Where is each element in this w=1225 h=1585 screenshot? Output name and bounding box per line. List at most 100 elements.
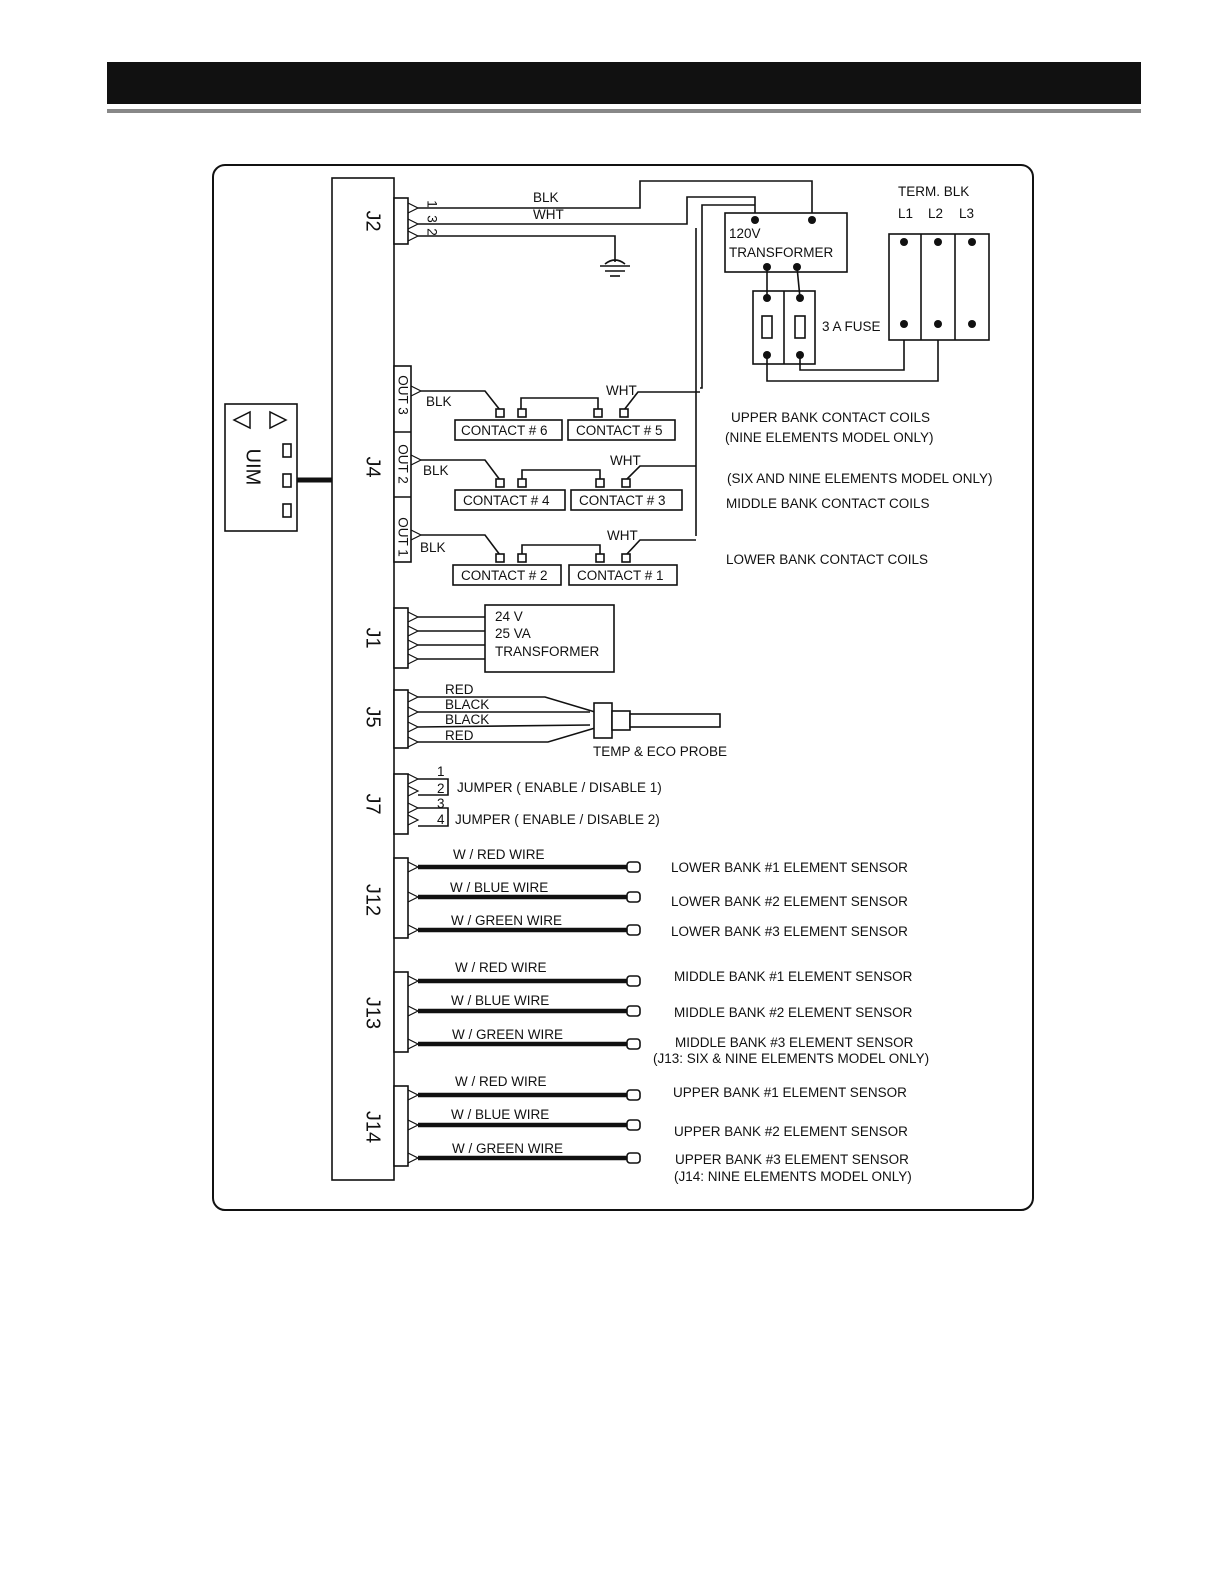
probe-wire-label: RED	[445, 728, 474, 743]
sensor-label: MIDDLE BANK #3 ELEMENT SENSOR	[675, 1035, 914, 1050]
contact: CONTACT # 4	[454, 478, 566, 511]
j2-blk-wire	[418, 180, 813, 220]
terminal-label: L2	[928, 206, 943, 221]
sensor-wire-label: W / BLUE WIRE	[451, 1107, 549, 1122]
j2-pin: 1	[424, 200, 439, 208]
sensor-label: UPPER BANK #1 ELEMENT SENSOR	[673, 1085, 907, 1100]
connector-j12: J12	[362, 884, 384, 916]
j13-note: (J13: SIX & NINE ELEMENTS MODEL ONLY)	[653, 1051, 929, 1066]
contact-label: CONTACT # 3	[579, 493, 666, 508]
j7-connector: 1 2 3 4 JUMPER ( ENABLE / DISABLE 1) JUM…	[393, 764, 662, 835]
contact: CONTACT # 3	[570, 478, 683, 511]
sensor-wire-label: W / RED WIRE	[453, 847, 545, 862]
sensor-wire-label: W / BLUE WIRE	[450, 880, 548, 895]
transformer-24v-label: TRANSFORMER	[495, 644, 600, 659]
middle-coils-note: MIDDLE BANK CONTACT COILS	[726, 496, 930, 511]
sensor-label: LOWER BANK #3 ELEMENT SENSOR	[671, 924, 908, 939]
connector-j2: J2	[362, 210, 384, 231]
out-label: OUT 2	[395, 444, 410, 484]
transformer-24v-label: 25 VA	[495, 626, 531, 641]
header-rule	[107, 109, 1141, 113]
sensor-label: UPPER BANK #2 ELEMENT SENSOR	[674, 1124, 908, 1139]
uim-up-arrow	[269, 410, 288, 430]
contact-label: CONTACT # 5	[576, 423, 663, 438]
wht-bus	[700, 204, 755, 389]
j2-ground-wire	[418, 235, 616, 262]
j12-connector: W / RED WIRE W / BLUE WIRE W / GREEN WIR…	[393, 847, 908, 939]
sensor-label: MIDDLE BANK #1 ELEMENT SENSOR	[674, 969, 913, 984]
out-label: OUT 1	[395, 517, 410, 557]
jumper-label: JUMPER ( ENABLE / DISABLE 2)	[455, 812, 660, 827]
term-blk-label: TERM. BLK	[898, 184, 969, 199]
j2-pin: 3	[424, 215, 439, 223]
blk-label: BLK	[420, 540, 446, 555]
contact: CONTACT # 2	[452, 553, 562, 586]
probe-wire-label: RED	[445, 682, 474, 697]
sensor-wire-label: W / RED WIRE	[455, 1074, 547, 1089]
jumper-label: JUMPER ( ENABLE / DISABLE 1)	[457, 780, 662, 795]
blk-label: BLK	[426, 394, 452, 409]
j7-pin: 3	[437, 796, 445, 811]
terminal-label: L1	[898, 206, 913, 221]
out-label: OUT 3	[395, 375, 410, 415]
sensor-wire-label: W / BLUE WIRE	[451, 993, 549, 1008]
sensor-label: LOWER BANK #1 ELEMENT SENSOR	[671, 860, 908, 875]
lower-coils-note: LOWER BANK CONTACT COILS	[726, 552, 928, 567]
connector-j4: J4	[362, 456, 384, 477]
probe-icon	[593, 702, 613, 739]
connector-j13: J13	[362, 997, 384, 1029]
contact: CONTACT # 5	[567, 408, 676, 441]
sensor-wire-label: W / GREEN WIRE	[451, 913, 562, 928]
transformer-120v-label: 120V	[729, 226, 761, 241]
j2-pin: 2	[424, 228, 439, 236]
terminal-label: L3	[959, 206, 974, 221]
fuse-block: 3 A FUSE	[752, 266, 939, 382]
sensor-wire-label: W / GREEN WIRE	[452, 1027, 563, 1042]
connector-j1: J1	[362, 627, 384, 648]
uim-module: UIM	[224, 403, 332, 532]
probe-label: TEMP & ECO PROBE	[593, 744, 727, 759]
probe-wire-label: BLACK	[445, 697, 489, 712]
contact-label: CONTACT # 2	[461, 568, 548, 583]
j2-wht-wire	[418, 196, 756, 225]
uim-button	[282, 473, 292, 488]
upper-coils-note: (NINE ELEMENTS MODEL ONLY)	[725, 430, 934, 445]
connector-j5: J5	[362, 706, 384, 727]
terminal-block: TERM. BLK L1 L2 L3	[888, 184, 990, 341]
j4-connector: OUT 3 OUT 2 OUT 1	[393, 365, 423, 563]
uim-button	[282, 503, 292, 518]
contact-label: CONTACT # 4	[463, 493, 550, 508]
j2-wht-label: WHT	[533, 207, 564, 222]
sensor-label: UPPER BANK #3 ELEMENT SENSOR	[675, 1152, 909, 1167]
blk-label: BLK	[423, 463, 449, 478]
j13-connector: W / RED WIRE W / BLUE WIRE W / GREEN WIR…	[393, 960, 929, 1066]
j5-connector: RED BLACK BLACK RED TEMP & ECO PROBE	[393, 682, 727, 759]
control-board	[331, 177, 395, 1181]
connector-j14: J14	[362, 1111, 384, 1143]
contact-label: CONTACT # 1	[577, 568, 664, 583]
transformer-24v-label: 24 V	[495, 609, 523, 624]
wht-label: WHT	[607, 528, 638, 543]
wht-label: WHT	[610, 453, 641, 468]
sensor-label: MIDDLE BANK #2 ELEMENT SENSOR	[674, 1005, 913, 1020]
j2-blk-label: BLK	[533, 190, 559, 205]
contact: CONTACT # 6	[454, 408, 563, 441]
uim-label: UIM	[242, 449, 264, 486]
sensor-label: LOWER BANK #2 ELEMENT SENSOR	[671, 894, 908, 909]
sensor-wire-label: W / GREEN WIRE	[452, 1141, 563, 1156]
connector-j7: J7	[362, 793, 384, 814]
uim-button	[282, 443, 292, 458]
j7-pin: 4	[437, 812, 445, 827]
j1-connector: 24 V 25 VA TRANSFORMER	[393, 604, 615, 673]
transformer-120v-label: TRANSFORMER	[729, 245, 834, 260]
wht-label: WHT	[606, 383, 637, 398]
contact-label: CONTACT # 6	[461, 423, 548, 438]
upper-coils-note: UPPER BANK CONTACT COILS	[731, 410, 930, 425]
j7-pin: 1	[437, 764, 445, 779]
sensor-wire-label: W / RED WIRE	[455, 960, 547, 975]
contact: CONTACT # 1	[568, 553, 678, 586]
j14-connector: W / RED WIRE W / BLUE WIRE W / GREEN WIR…	[393, 1074, 912, 1184]
header-bar	[107, 62, 1141, 104]
transformer-120v: 120V TRANSFORMER	[724, 212, 848, 273]
